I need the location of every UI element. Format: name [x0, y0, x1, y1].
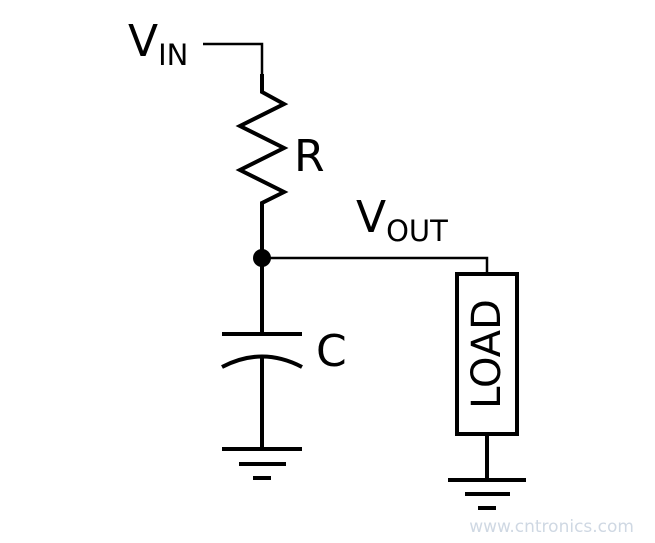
- capacitor-label: C: [316, 326, 347, 377]
- vout-label: VOUT: [356, 192, 448, 248]
- ground-symbol-load: [448, 478, 526, 510]
- ground-symbol-capacitor: [222, 447, 302, 480]
- vin-main: V: [128, 16, 158, 67]
- vout-wire: [262, 256, 489, 274]
- resistor-symbol: [235, 74, 289, 258]
- capacitor-plate-bottom: [221, 354, 303, 369]
- resistor-label: R: [294, 131, 325, 182]
- vin-sub: IN: [158, 38, 188, 72]
- watermark: www.cntronics.com: [469, 517, 634, 537]
- vin-label: VIN: [128, 16, 188, 72]
- vin-wire: [203, 42, 264, 74]
- vout-sub: OUT: [386, 214, 448, 248]
- load-label: LOAD: [464, 299, 510, 409]
- vout-main: V: [356, 192, 386, 243]
